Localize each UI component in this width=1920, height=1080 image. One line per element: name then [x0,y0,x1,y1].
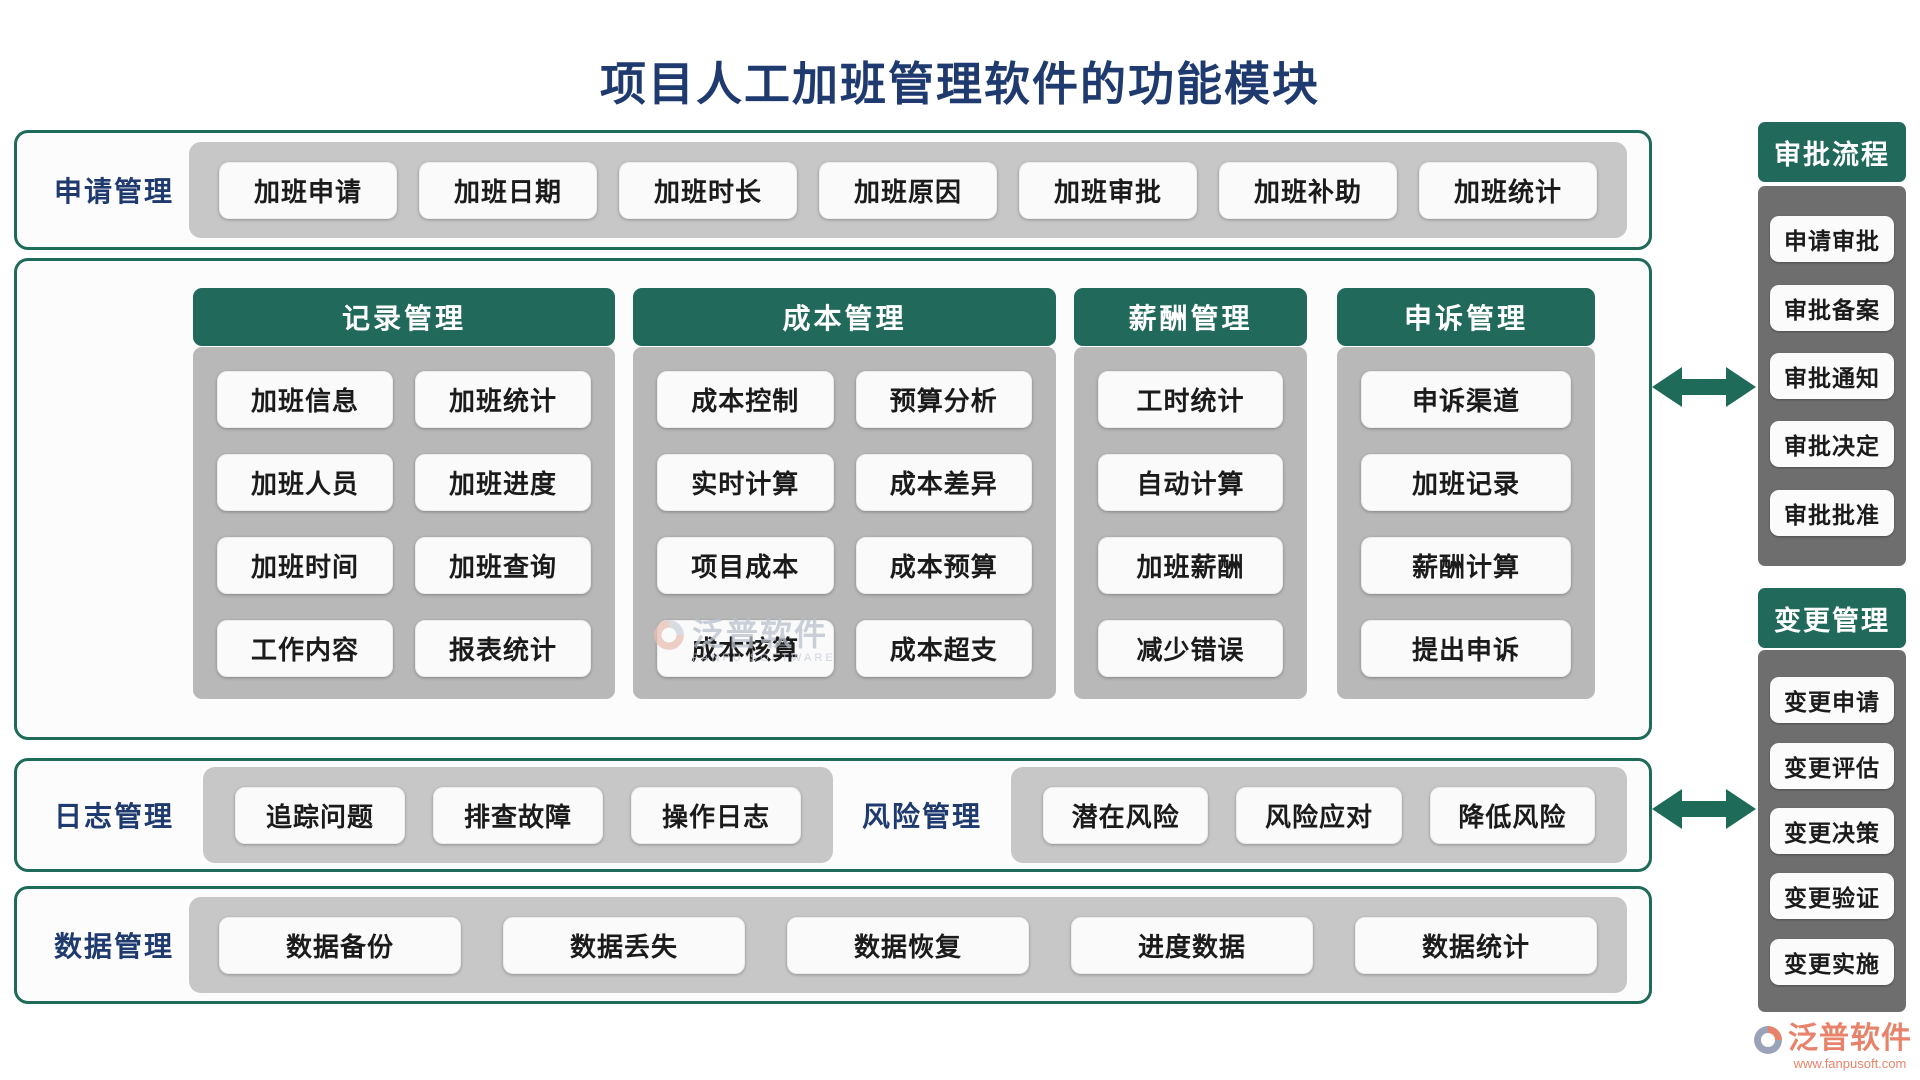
module-chip: 排查故障 [433,786,603,844]
column-header-salary: 薪酬管理 [1074,288,1307,346]
module-chip: 申诉渠道 [1361,371,1571,428]
column-cost-management: 成本管理 成本控制 预算分析 实时计算 成本差异 项目成本 成本预算 成本核算 … [633,288,1056,699]
module-chip: 数据统计 [1355,916,1597,974]
module-chip: 加班统计 [1419,161,1597,219]
section-application-management: 申请管理 加班申请 加班日期 加班时长 加班原因 加班审批 加班补助 加班统计 [14,130,1652,250]
module-chip: 加班原因 [819,161,997,219]
column-body-cost: 成本控制 预算分析 实时计算 成本差异 项目成本 成本预算 成本核算 成本超支 [633,347,1056,699]
module-chip: 成本差异 [855,454,1032,511]
column-salary-management: 薪酬管理 工时统计 自动计算 加班薪酬 减少错误 [1074,288,1307,699]
section-data-management: 数据管理 数据备份 数据丢失 数据恢复 进度数据 数据统计 [14,886,1652,1004]
module-chip: 项目成本 [657,537,834,594]
column-record-management: 记录管理 加班信息 加班统计 加班人员 加班进度 加班时间 加班查询 工作内容 … [193,288,615,699]
module-chip: 潜在风险 [1043,786,1209,844]
sidebar-chip: 审批通知 [1770,352,1894,399]
module-chip: 加班日期 [419,161,597,219]
footer-website: www.fanpusoft.com [1793,1056,1907,1071]
module-chip: 进度数据 [1071,916,1313,974]
module-chip: 加班记录 [1361,454,1571,511]
module-chip: 报表统计 [415,620,591,677]
module-chip: 工时统计 [1098,371,1283,428]
sidebar-chip: 变更实施 [1770,938,1894,985]
module-chip: 加班信息 [217,371,393,428]
sidebar-approval-flow: 申请审批 审批备案 审批通知 审批决定 审批批准 [1758,186,1906,566]
module-chip: 加班人员 [217,454,393,511]
footer-brand: 泛普软件 www.fanpusoft.com [1752,1024,1912,1071]
footer-brand-name: 泛普软件 [1788,1022,1912,1055]
module-chip: 风险应对 [1236,786,1402,844]
module-chip: 成本核算 [657,620,834,677]
column-body-salary: 工时统计 自动计算 加班薪酬 减少错误 [1074,347,1307,699]
section-label-application: 申请管理 [53,177,174,208]
module-chip: 数据备份 [219,916,461,974]
module-chip: 加班薪酬 [1098,537,1283,594]
sidebar-change-management: 变更申请 变更评估 变更决策 变更验证 变更实施 [1758,650,1906,1012]
module-chip: 加班查询 [415,537,591,594]
module-chip: 降低风险 [1429,786,1595,844]
module-chip: 加班补助 [1219,161,1397,219]
application-modules-container: 加班申请 加班日期 加班时长 加班原因 加班审批 加班补助 加班统计 [189,142,1627,238]
sidebar-chip: 变更决策 [1770,807,1894,854]
double-arrow-icon [1652,789,1756,829]
module-chip: 薪酬计算 [1361,537,1571,594]
sidebar-chip: 申请审批 [1770,216,1894,263]
column-header-appeal: 申诉管理 [1337,288,1595,346]
data-modules-container: 数据备份 数据丢失 数据恢复 进度数据 数据统计 [189,897,1627,993]
module-chip: 实时计算 [657,454,834,511]
sidebar-chip: 审批决定 [1770,421,1894,468]
sidebar-header-approval-flow: 审批流程 [1758,122,1906,182]
section-module-columns: 记录管理 加班信息 加班统计 加班人员 加班进度 加班时间 加班查询 工作内容 … [14,258,1652,740]
sidebar-chip: 变更申请 [1770,677,1894,724]
fanpu-logo-icon [1754,1026,1782,1054]
module-chip: 操作日志 [631,786,801,844]
section-log-risk-management: 日志管理 追踪问题 排查故障 操作日志 风险管理 潜在风险 风险应对 降低风险 [14,758,1652,872]
page-title: 项目人工加班管理软件的功能模块 [600,59,1320,110]
sidebar-chip: 审批备案 [1770,284,1894,331]
module-chip: 预算分析 [855,371,1032,428]
module-chip: 减少错误 [1098,620,1283,677]
sidebar-chip: 审批批准 [1770,489,1894,536]
module-chip: 加班进度 [415,454,591,511]
log-modules-container: 追踪问题 排查故障 操作日志 [203,767,833,863]
module-chip: 自动计算 [1098,454,1283,511]
module-chip: 工作内容 [217,620,393,677]
module-chip: 加班统计 [415,371,591,428]
module-chip: 数据恢复 [787,916,1029,974]
risk-modules-container: 潜在风险 风险应对 降低风险 [1011,767,1627,863]
column-header-cost: 成本管理 [633,288,1056,346]
sidebar-chip: 变更验证 [1770,873,1894,920]
section-label-data: 数据管理 [53,932,174,963]
module-chip: 加班申请 [219,161,397,219]
module-chip: 成本预算 [855,537,1032,594]
module-chip: 加班时长 [619,161,797,219]
column-body-record: 加班信息 加班统计 加班人员 加班进度 加班时间 加班查询 工作内容 报表统计 [193,347,615,699]
double-arrow-icon [1652,367,1756,407]
sidebar-header-change-management: 变更管理 [1758,588,1906,648]
column-header-record: 记录管理 [193,288,615,346]
section-label-log: 日志管理 [53,802,174,833]
section-label-risk: 风险管理 [861,802,982,833]
module-chip: 成本超支 [855,620,1032,677]
column-appeal-management: 申诉管理 申诉渠道 加班记录 薪酬计算 提出申诉 [1337,288,1595,699]
module-chip: 加班时间 [217,537,393,594]
module-chip: 提出申诉 [1361,620,1571,677]
module-chip: 加班审批 [1019,161,1197,219]
module-chip: 成本控制 [657,371,834,428]
module-chip: 数据丢失 [503,916,745,974]
column-body-appeal: 申诉渠道 加班记录 薪酬计算 提出申诉 [1337,347,1595,699]
sidebar-chip: 变更评估 [1770,742,1894,789]
module-chip: 追踪问题 [235,786,405,844]
